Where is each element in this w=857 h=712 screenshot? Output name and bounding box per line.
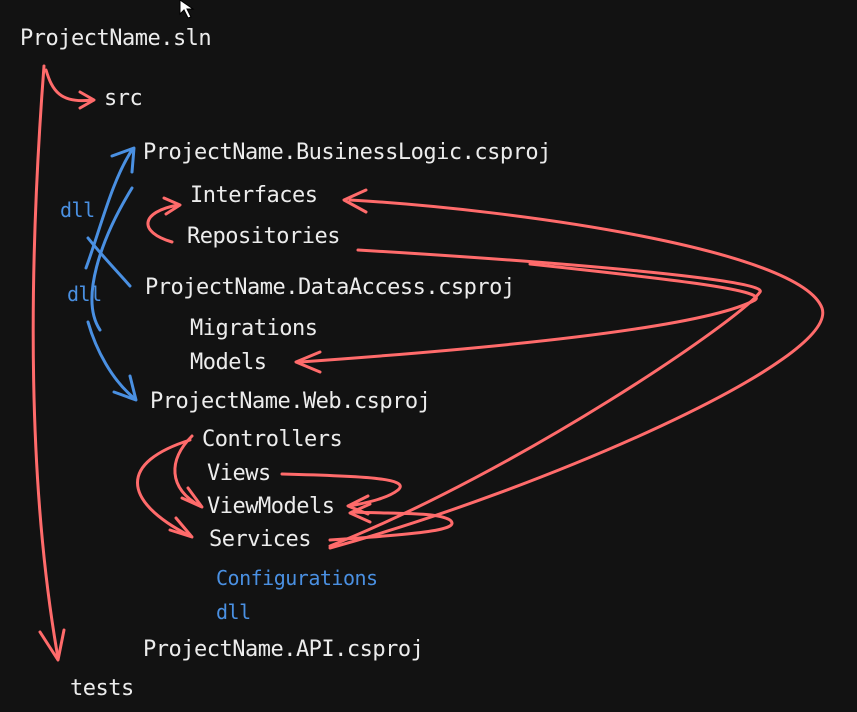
arrowhead-src <box>78 90 96 110</box>
arrow-controllers-to-services <box>136 438 192 538</box>
node-business-logic: ProjectName.BusinessLogic.csproj <box>143 140 551 165</box>
mouse-pointer-icon <box>179 0 195 19</box>
arrowhead-services-from-controllers <box>168 516 194 539</box>
node-migrations: Migrations <box>190 316 318 341</box>
node-api: ProjectName.API.csproj <box>143 637 424 662</box>
arrow-repos-to-interfaces <box>146 203 180 244</box>
arrow-businesslogic-to-web <box>90 186 134 332</box>
arrowhead-interfaces-right <box>342 188 368 214</box>
edge-label-dll-1: dll <box>60 198 95 222</box>
arrowhead-viewmodels-from-services <box>348 502 372 524</box>
edge-label-dll-2: dll <box>67 282 102 306</box>
arrow-to-web <box>86 320 136 400</box>
arrowhead-viewmodels-from-controllers <box>180 486 204 509</box>
arrow-services-to-interfaces <box>328 198 825 550</box>
arrow-repos-to-models <box>298 262 758 364</box>
arrow-repos-to-services <box>328 248 762 548</box>
node-viewmodels: ViewModels <box>207 494 335 519</box>
node-views: Views <box>207 461 271 486</box>
node-models: Models <box>190 350 267 375</box>
node-controllers: Controllers <box>202 427 343 452</box>
node-services: Services <box>209 527 311 552</box>
node-web: ProjectName.Web.csproj <box>150 389 431 414</box>
node-tests: tests <box>70 676 134 701</box>
arrow-cross-stroke <box>86 236 132 288</box>
node-interfaces: Interfaces <box>190 183 318 208</box>
edge-label-dll-3: dll <box>216 600 251 624</box>
arrow-sln-to-src <box>44 68 94 103</box>
arrow-controllers-to-viewmodels <box>173 434 202 508</box>
arrow-dataaccess-to-businesslogic <box>84 148 134 270</box>
arrowhead-models <box>294 350 322 374</box>
node-data-access: ProjectName.DataAccess.csproj <box>145 275 515 300</box>
arrowhead-web <box>112 374 138 402</box>
arrowhead-interfaces-left <box>162 196 182 216</box>
arrow-sln-to-tests <box>31 64 60 660</box>
node-repositories: Repositories <box>187 224 340 249</box>
arrowhead-tests <box>38 628 66 662</box>
arrowhead-businesslogic <box>110 146 136 174</box>
arrow-views-to-viewmodels <box>280 472 402 508</box>
arrow-services-to-viewmodels <box>328 510 454 542</box>
node-configurations: Configurations <box>216 566 378 590</box>
node-solution: ProjectName.sln <box>20 26 212 51</box>
node-src: src <box>104 86 143 111</box>
